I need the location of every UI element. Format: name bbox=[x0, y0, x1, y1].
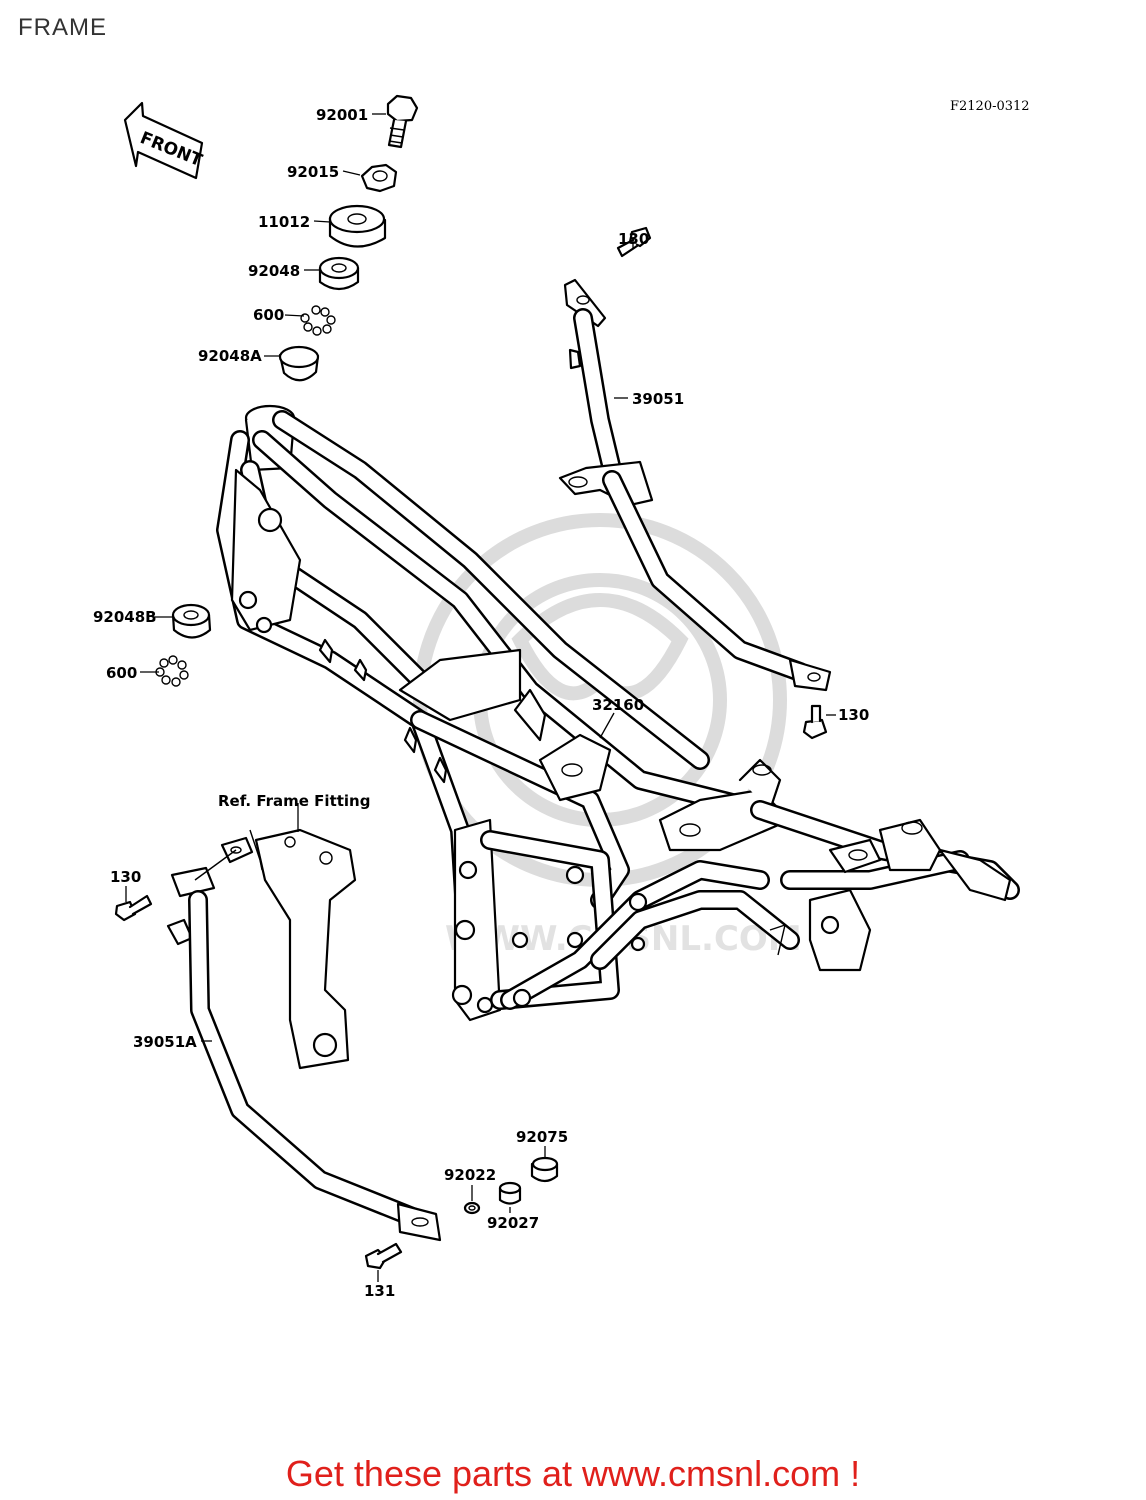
label-92027: 92027 bbox=[487, 1214, 539, 1232]
bolt-131-icon bbox=[364, 1242, 403, 1270]
front-arrow-icon: FRONT bbox=[123, 101, 205, 180]
label-92048B: 92048B bbox=[93, 608, 157, 626]
race-92048A-icon bbox=[278, 345, 320, 382]
label-92015: 92015 bbox=[287, 163, 339, 181]
label-92022: 92022 bbox=[444, 1166, 496, 1184]
label-600-mid: 600 bbox=[106, 664, 137, 682]
footer-parts-link[interactable]: Get these parts at www.cmsnl.com ! bbox=[285, 1453, 861, 1494]
stay-39051A-icon bbox=[166, 836, 442, 1242]
label-92075: 92075 bbox=[516, 1128, 568, 1146]
label-130-left: 130 bbox=[110, 868, 141, 886]
label-92048: 92048 bbox=[248, 262, 300, 280]
label-600-top: 600 bbox=[253, 306, 284, 324]
label-92048A: 92048A bbox=[198, 347, 262, 365]
bushing-92075-icon bbox=[530, 1156, 559, 1183]
bolt-130-top-icon bbox=[616, 226, 652, 258]
label-130-right: 130 bbox=[838, 706, 869, 724]
label-131: 131 bbox=[364, 1282, 395, 1300]
washer-92022-icon bbox=[463, 1201, 481, 1215]
label-ref-frame-fitting: Ref. Frame Fitting bbox=[218, 792, 370, 810]
bolt-130-right-icon bbox=[802, 704, 828, 740]
label-11012: 11012 bbox=[258, 213, 310, 231]
label-130-top: 130 bbox=[618, 230, 649, 248]
damper-11012-icon bbox=[328, 204, 387, 248]
frame-fitting-plate-icon bbox=[249, 828, 357, 1070]
collar-92027-icon bbox=[498, 1181, 522, 1205]
spacer-92048-icon bbox=[318, 256, 360, 291]
bolt-130-left-icon bbox=[114, 894, 153, 922]
stay-39051-icon bbox=[558, 278, 832, 692]
nut-92015-icon bbox=[360, 163, 398, 193]
label-39051A: 39051A bbox=[133, 1033, 197, 1051]
ball-ring-600-mid-icon bbox=[155, 655, 189, 687]
page-title: FRAME bbox=[18, 14, 107, 41]
race-92048B-icon bbox=[171, 603, 212, 639]
label-39051: 39051 bbox=[632, 390, 684, 408]
label-92001: 92001 bbox=[316, 106, 368, 124]
ball-ring-600-top-icon bbox=[300, 305, 336, 336]
leader-lines bbox=[125, 113, 836, 1282]
label-32160: 32160 bbox=[592, 696, 644, 714]
bolt-92001-icon bbox=[386, 94, 419, 149]
main-frame-32160-icon bbox=[216, 404, 1020, 1022]
diagram-code: F2120-0312 bbox=[950, 99, 1030, 114]
